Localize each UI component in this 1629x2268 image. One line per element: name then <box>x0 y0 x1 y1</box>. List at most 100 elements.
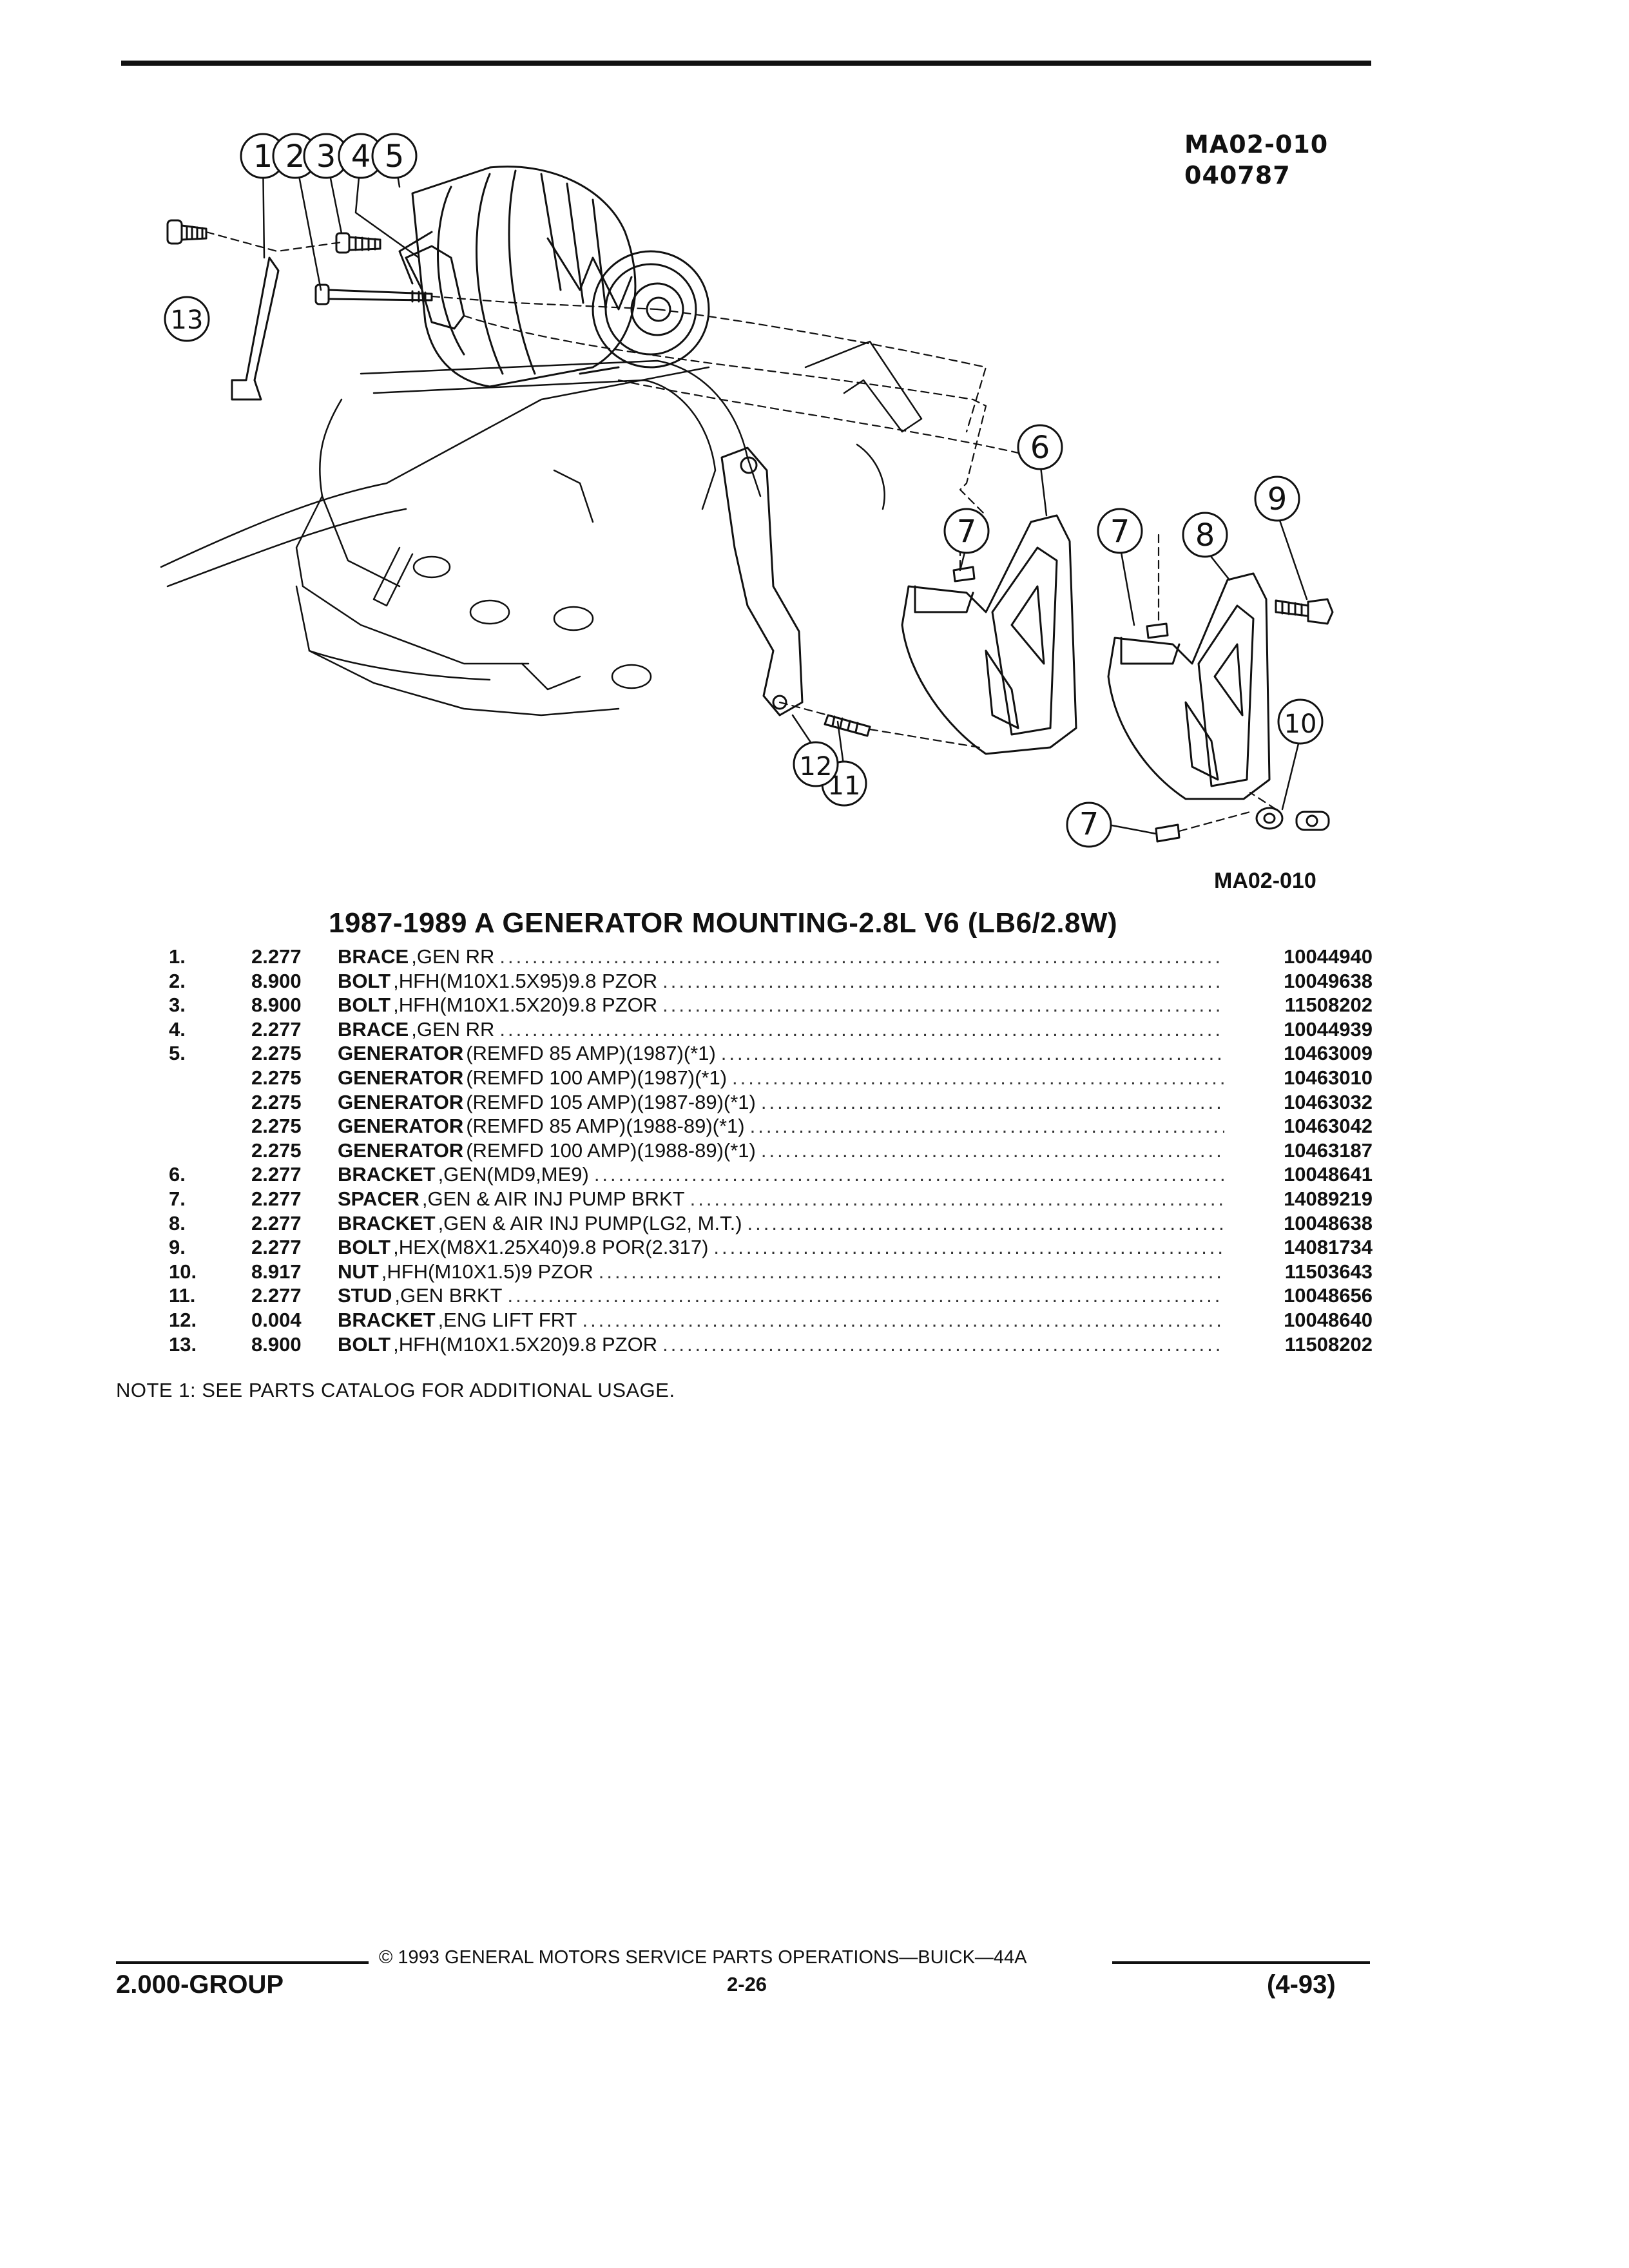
item-detail: ,GEN BRKT <box>394 1284 503 1307</box>
group-number: 2.275 <box>251 1115 302 1138</box>
leader-dots <box>721 1041 1224 1066</box>
item-description: BRACE,GEN RR <box>338 945 1244 969</box>
item-detail: ,GEN RR <box>411 1017 495 1041</box>
stud-11-illustration <box>824 714 871 737</box>
item-number: 4. <box>169 1017 186 1041</box>
leader-dots <box>507 1283 1224 1308</box>
item-name: BRACE <box>338 1017 409 1041</box>
group-number: 8.900 <box>251 994 302 1017</box>
group-number: 2.277 <box>251 1284 302 1307</box>
callout-label-8: 8 <box>1195 517 1215 553</box>
footer-rule-right <box>1112 1961 1370 1964</box>
item-name: BRACKET <box>338 1211 436 1235</box>
group-number: 8.900 <box>251 969 302 992</box>
item-detail: (REMFD 85 AMP)(1987)(*1) <box>466 1042 716 1065</box>
leader-dots <box>761 1090 1224 1115</box>
item-name: NUT <box>338 1260 379 1283</box>
leader-dots <box>747 1211 1224 1236</box>
item-number: 5. <box>169 1042 186 1065</box>
item-description: SPACER,GEN & AIR INJ PUMP BRKT <box>338 1187 1244 1211</box>
item-detail: ,HFH(M10X1.5X20)9.8 PZOR <box>393 1332 658 1356</box>
item-number: 12. <box>169 1308 197 1331</box>
group-number: 2.277 <box>251 945 302 968</box>
callout-label-13: 13 <box>171 305 204 335</box>
brace-4-illustration <box>405 245 465 330</box>
group-number: 0.004 <box>251 1308 302 1331</box>
parts-row: 2.275 GENERATOR(REMFD 100 AMP)(1988-89)(*… <box>169 1139 1373 1163</box>
item-description: BOLT,HFH(M10X1.5X95)9.8 PZOR <box>338 969 1244 994</box>
group-number: 2.275 <box>251 1090 302 1113</box>
item-detail: (REMFD 100 AMP)(1987)(*1) <box>466 1066 728 1089</box>
item-name: BOLT <box>338 994 391 1017</box>
callout-circle-7 <box>943 508 990 554</box>
callout-label-2: 2 <box>285 139 305 175</box>
leader-dots <box>750 1114 1224 1139</box>
item-detail: (REMFD 105 AMP)(1987-89)(*1) <box>466 1090 756 1113</box>
copyright-line: © 1993 GENERAL MOTORS SERVICE PARTS OPER… <box>379 1947 1027 1968</box>
item-name: BOLT <box>338 1236 391 1259</box>
item-name: STUD <box>338 1284 392 1307</box>
spacer-7c-illustration <box>1155 823 1181 843</box>
part-number: 10463042 <box>1284 1115 1373 1138</box>
callout-circle-5 <box>371 133 418 179</box>
callout-circle-7 <box>1066 802 1112 848</box>
view-symbol <box>1295 811 1330 831</box>
leader-dots <box>499 945 1224 969</box>
item-description: BOLT,HFH(M10X1.5X20)9.8 PZOR <box>338 1332 1244 1357</box>
leader-dots <box>662 1332 1224 1357</box>
figure-code: MA02-010 <box>1184 130 1329 159</box>
callout-circle-12 <box>793 741 839 787</box>
item-description: GENERATOR(REMFD 85 AMP)(1988-89)(*1) <box>338 1114 1244 1139</box>
callout-label-6: 6 <box>1030 430 1050 466</box>
item-detail: ,HFH(M10X1.5)9 PZOR <box>381 1260 593 1283</box>
bolt-3-illustration <box>335 232 381 254</box>
generator-illustration <box>398 166 710 388</box>
item-name: GENERATOR <box>338 1090 464 1113</box>
callout-label-7: 7 <box>1079 806 1099 842</box>
callout-circle-9 <box>1254 476 1300 522</box>
callout-label-1: 1 <box>253 139 273 175</box>
item-name: SPACER <box>338 1187 419 1210</box>
leader-dots <box>761 1139 1224 1163</box>
item-description: GENERATOR(REMFD 100 AMP)(1988-89)(*1) <box>338 1139 1244 1163</box>
group-number: 2.277 <box>251 1211 302 1235</box>
item-description: NUT,HFH(M10X1.5)9 PZOR <box>338 1260 1244 1284</box>
item-description: GENERATOR(REMFD 105 AMP)(1987-89)(*1) <box>338 1090 1244 1115</box>
item-number: 3. <box>169 994 186 1017</box>
item-detail: ,GEN(MD9,ME9) <box>438 1163 589 1186</box>
callout-circle-7 <box>1097 508 1143 554</box>
item-name: BOLT <box>338 1332 391 1356</box>
item-description: BRACKET,GEN(MD9,ME9) <box>338 1162 1244 1187</box>
item-name: BRACKET <box>338 1163 436 1186</box>
item-detail: ,GEN & AIR INJ PUMP(LG2, M.T.) <box>438 1211 742 1235</box>
bracket-6-illustration <box>901 514 1077 755</box>
spacer-7b-illustration <box>1146 622 1169 639</box>
parts-row: 2.275 GENERATOR(REMFD 105 AMP)(1987-89)(*… <box>169 1090 1373 1115</box>
item-name: GENERATOR <box>338 1139 464 1162</box>
parts-row: 2.275 GENERATOR(REMFD 85 AMP)(1988-89)(*1… <box>169 1114 1373 1139</box>
group-number: 2.275 <box>251 1139 302 1162</box>
item-detail: ,HFH(M10X1.5X20)9.8 PZOR <box>393 994 658 1017</box>
item-detail: ,HEX(M8X1.25X40)9.8 POR(2.317) <box>393 1236 709 1259</box>
group-number: 2.275 <box>251 1066 302 1089</box>
item-name: BRACKET <box>338 1308 436 1331</box>
callout-circle-6 <box>1017 424 1063 470</box>
section-title: 1987-1989 A GENERATOR MOUNTING-2.8L V6 (… <box>329 907 1118 939</box>
top-rule <box>121 61 1371 66</box>
item-number: 11. <box>169 1284 196 1307</box>
callout-label-7: 7 <box>957 514 977 550</box>
page-number: 2-26 <box>727 1973 767 1995</box>
callout-label-7: 7 <box>1110 514 1130 550</box>
item-name: GENERATOR <box>338 1115 464 1138</box>
